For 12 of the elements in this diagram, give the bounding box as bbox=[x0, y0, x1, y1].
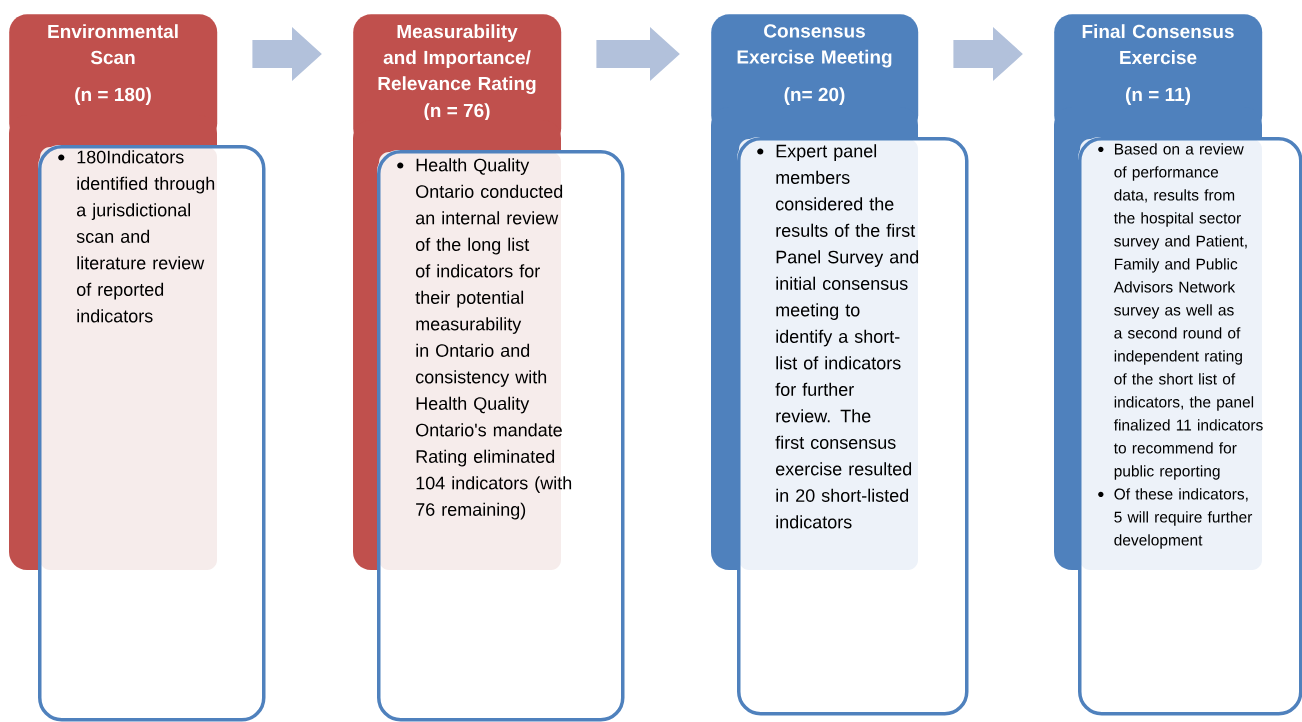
node-label: Environmental Scan bbox=[48, 24, 178, 65]
node-label: (n = 180) bbox=[75, 87, 151, 105]
node-label: Measurability and Importance/ Relevance Rating bbox=[378, 24, 536, 94]
text-panel: Based on a review of performance data, results from the hospital sector survey and Patient, Family and Public Advisors Network survey as well as a second round of independent rating of the short list of indicators, the panel finalized 11 indicators to recommend for public reporting Of these indicators, 5 will require further development bbox=[1054, 107, 1302, 716]
text-panel: Expert panel members considered the results of the first Panel Survey and initial consensus meeting to identify a short-list of indicators for further review. The first consensus exercise resulted in 20 short-listed indicators bbox=[711, 107, 969, 716]
node-label: Consensus Exercise Meeting bbox=[737, 24, 892, 68]
node-label: (n= 20) bbox=[784, 87, 845, 105]
text-panel: Health Quality Ontario conducted an internal review of the long list of indicators for their potential measurability in Ontario and consistency with Health Quality Ontario's mandate Rating eliminated 104 indicators (with 76 remaining) bbox=[353, 120, 625, 722]
text-panel: 180Indicators identified through a jurisdictional scan and literature review of reported indicators bbox=[9, 115, 266, 722]
node-label: (n = 76) bbox=[424, 103, 490, 121]
node-label: (n = 11) bbox=[1125, 87, 1191, 105]
node-label: Final Consensus Exercise bbox=[1082, 24, 1234, 65]
